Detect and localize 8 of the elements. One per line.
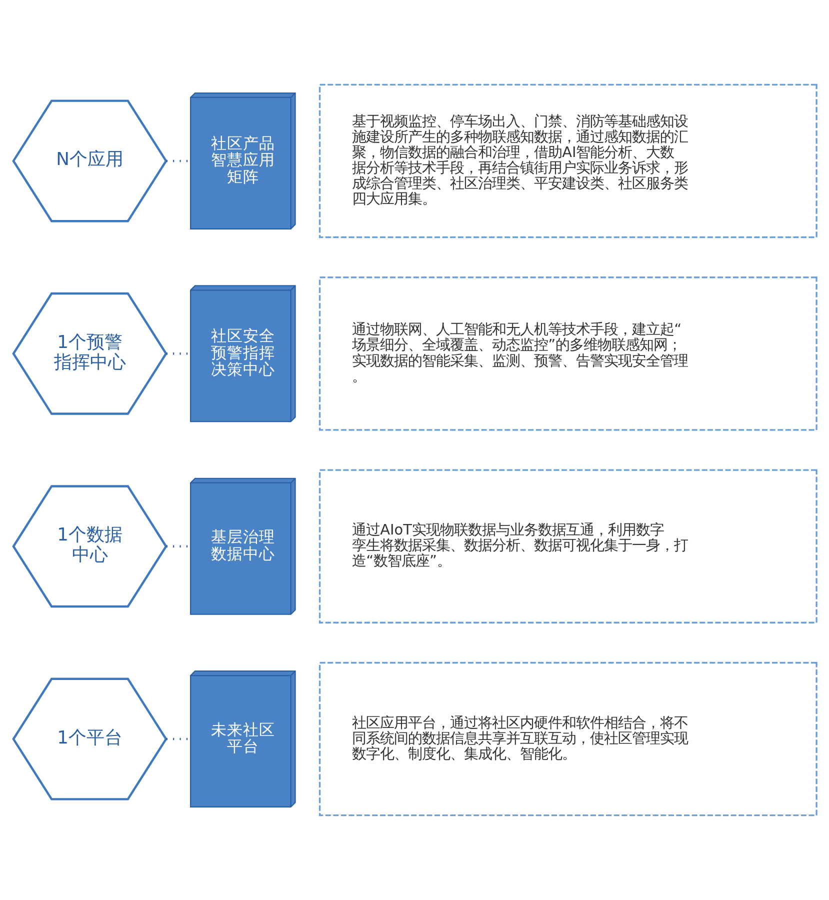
node-box: 通过AIoT实现物联数据与业务数据互通，利用数字孪生将数据采集、数据分析、数据可视化集于一身，打造“数智底座”。: [318, 469, 817, 624]
connector: [166, 160, 190, 162]
node-box: 通过物联网、人工智能和无人机等技术手段，建立起“场景细分、全域覆盖、动态监控”的多维物联感知网；实现数据的智能采集、监测、预警、告警实现安全管理。: [318, 276, 817, 431]
connector: [166, 738, 190, 740]
connector: [166, 545, 190, 548]
connector: [166, 352, 190, 355]
node-box: 社区应用平台，通过将社区内硬件和软件相结合，将不同系统间的数据信息共享并互联互动，使社区管理实现数字化、制度化、集成化、智能化。: [318, 662, 817, 816]
node-box: 基于视频监控、停车场出入、门禁、消防等基础感知设施建设所产生的多种物联感知数据，通过感知数据的汇聚，物信数据的融合和治理，借助AI智能分析、大数据分析等技术手段，再结合镇街用户实际业务诉求，形成综合管理类、社区治理类、平安建设类、社区服务类四大应用集。: [318, 84, 817, 238]
